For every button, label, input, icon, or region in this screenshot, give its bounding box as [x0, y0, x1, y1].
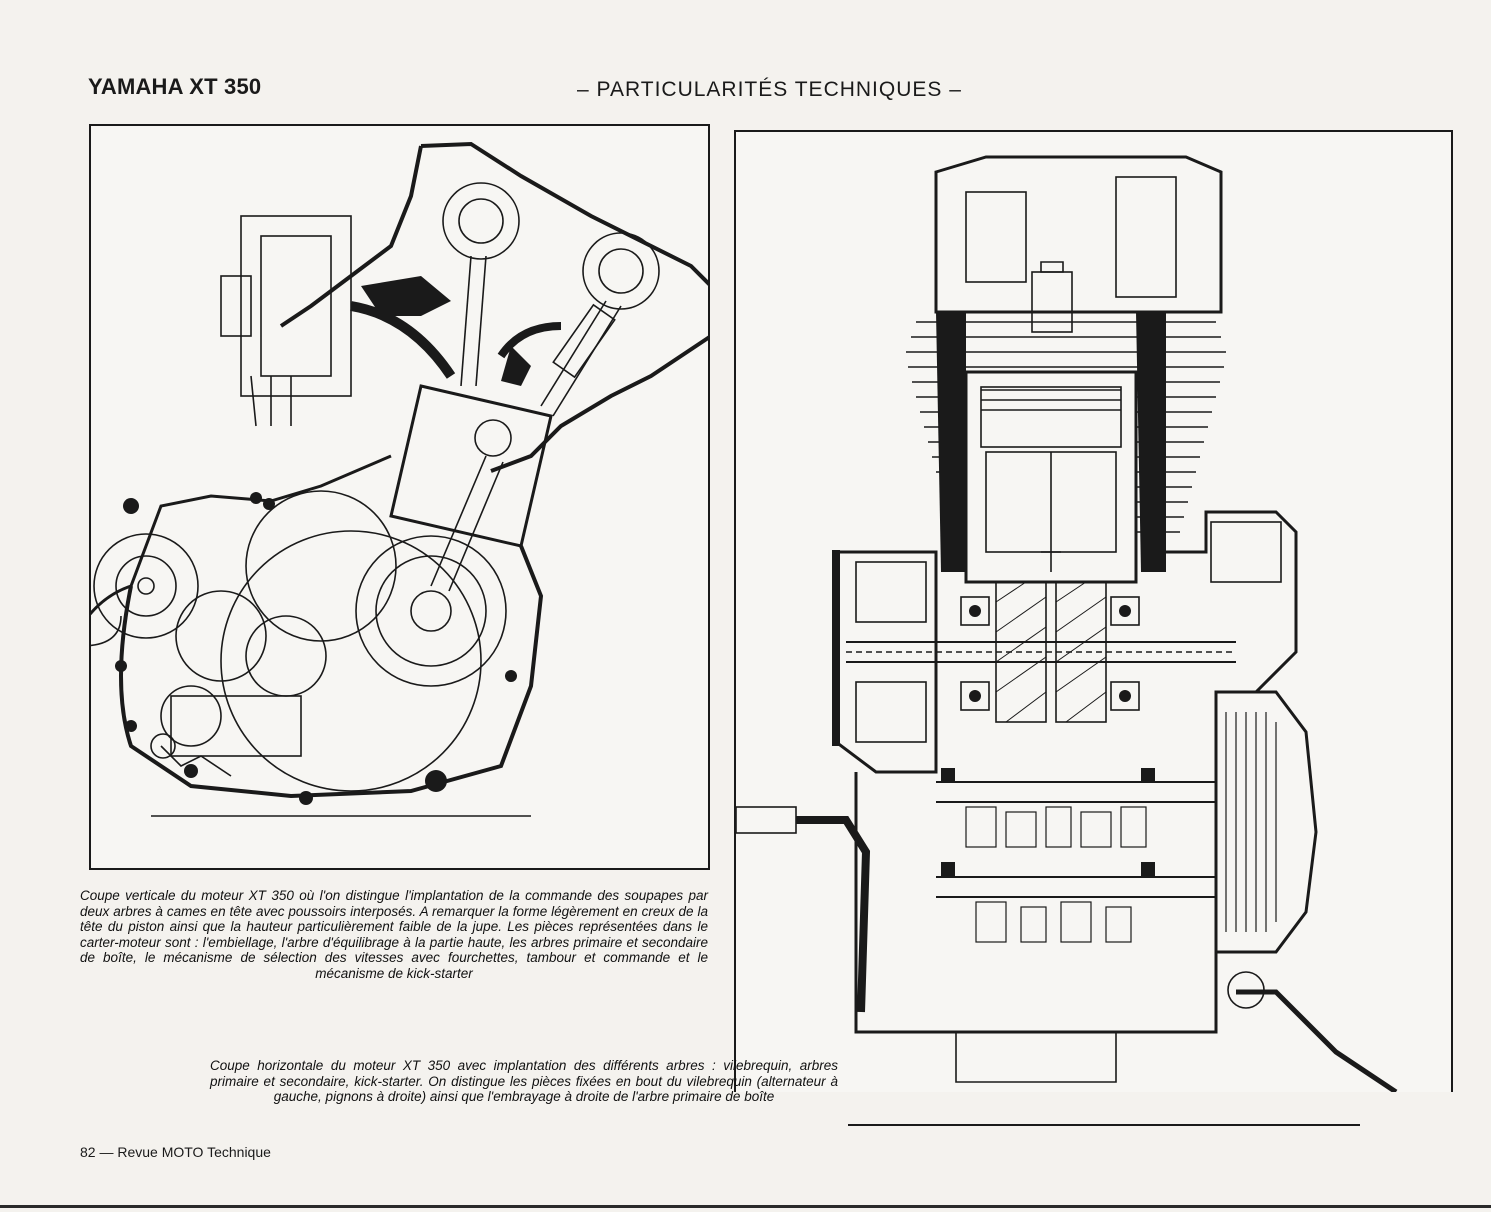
- page-edge-line: [0, 1205, 1491, 1208]
- figure-caption-vertical-section: Coupe verticale du moteur XT 350 où l'on…: [80, 888, 708, 981]
- caption-divider: [848, 1124, 1360, 1126]
- page-header-brand: YAMAHA XT 350: [88, 74, 262, 99]
- engine-horizontal-section-drawing: [736, 155, 1398, 1092]
- page-footer: 82 — Revue MOTO Technique: [80, 1144, 271, 1160]
- figure-vertical-section: [89, 124, 710, 870]
- page-header-section: – PARTICULARITÉS TECHNIQUES –: [577, 78, 962, 101]
- figure-horizontal-section: [734, 130, 1453, 1092]
- engine-vertical-section-drawing: [91, 141, 708, 817]
- figure-caption-horizontal-section: Coupe horizontale du moteur XT 350 avec …: [210, 1058, 838, 1104]
